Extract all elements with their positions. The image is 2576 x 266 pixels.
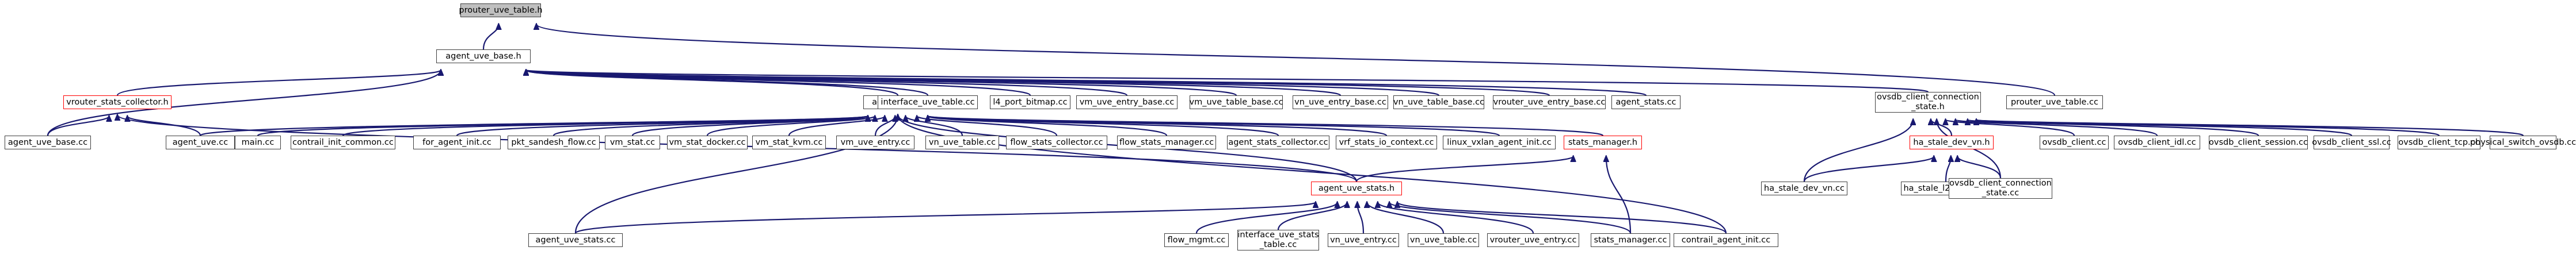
graph-node-vutcc[interactable]: vn_uve_table.cc <box>925 136 999 149</box>
graph-node-caicc[interactable]: contrail_agent_init.cc <box>1674 233 1778 247</box>
graph-node-auscc[interactable]: agent_uve_stats.cc <box>528 233 623 247</box>
graph-edge-auh-to-vmsdcc <box>706 116 875 136</box>
graph-edge-austh-to-auscc <box>574 202 1316 234</box>
graph-node-vuecc[interactable]: vm_uve_entry.cc <box>836 136 914 149</box>
graph-node-vrfcc[interactable]: vrf_stats_io_context.cc <box>1336 136 1437 149</box>
graph-node-smcc[interactable]: stats_manager.cc <box>1591 233 1670 247</box>
graph-node-l4cc[interactable]: l4_port_bitmap.cc <box>990 95 1070 109</box>
graph-edge-hsdvh-to-hsl2cc <box>1945 156 1951 182</box>
graph-edge-auh-to-fsccc <box>917 116 1058 136</box>
graph-edge-root-to-auvb <box>482 24 498 50</box>
graph-node-psocc[interactable]: physical_switch_ovsdb.cc <box>2470 136 2576 149</box>
graph-edge-ocs-to-hsdvcc <box>1803 119 1913 182</box>
graph-node-cicc[interactable]: contrail_init_common.cc <box>291 136 395 149</box>
graph-edge-austh-to-vrueCC <box>1378 202 1534 234</box>
graph-node-vnuebcc[interactable]: vn_uve_entry_base.cc <box>1293 95 1388 109</box>
graph-node-ocsslcc[interactable]: ovsdb_client_ssl.cc <box>2312 136 2391 149</box>
graph-edge-auvb-to-astatscc <box>526 70 1647 97</box>
graph-edge-vsc-to-auvcc <box>127 116 201 136</box>
graph-node-fsccc[interactable]: flow_stats_collector.cc <box>1006 136 1107 149</box>
graph-node-root: prouter_uve_table.h <box>459 3 543 17</box>
graph-node-maincc[interactable]: main.cc <box>235 136 281 149</box>
graph-edge-auh-to-caicc <box>898 115 1727 234</box>
graph-node-hsdvh[interactable]: ha_stale_dev_vn.h <box>1910 136 1994 149</box>
graph-node-ocscc[interactable]: ovsdb_client_connection _state.cc <box>1949 178 2052 199</box>
graph-edge-ocs-to-occc <box>1945 119 2075 136</box>
graph-edge-ocs-to-ocsesscc <box>1968 119 2259 137</box>
graph-node-vruebcc[interactable]: vrouter_uve_entry_base.cc <box>1493 95 1606 109</box>
graph-edge-hsdvh-to-hsdvcc <box>1803 156 1934 182</box>
graph-node-putcc[interactable]: prouter_uve_table.cc <box>2006 95 2103 109</box>
graph-node-vnuecc[interactable]: vn_uve_entry.cc <box>1328 233 1399 247</box>
graph-edge-auvb-to-vsc <box>116 70 441 97</box>
graph-node-lvaicc[interactable]: linux_vxlan_agent_init.cc <box>1443 136 1556 149</box>
graph-edge-austh-to-smcc <box>1389 202 1632 234</box>
graph-edge-auvb-to-ocs <box>526 70 1929 93</box>
graph-edge-smh-to-smcc <box>1606 156 1632 234</box>
graph-edge-smh-to-austh <box>1355 156 1573 182</box>
graph-node-vmstatcc[interactable]: vm_stat.cc <box>605 136 660 149</box>
graph-node-ascc[interactable]: agent_stats_collector.cc <box>1227 136 1329 149</box>
graph-edge-auh-to-vuecc <box>874 116 895 136</box>
graph-edge-auh-to-auscc <box>574 115 898 234</box>
graph-node-fmcc[interactable]: flow_mgmt.cc <box>1164 233 1229 247</box>
graph-node-iutcc[interactable]: interface_uve_table.cc <box>878 95 978 109</box>
graph-node-smh[interactable]: stats_manager.h <box>1564 136 1642 149</box>
graph-edge-auh-to-smh <box>928 116 1604 137</box>
graph-edge-ocs-to-psocc <box>1976 119 2524 137</box>
graph-node-octcpcc[interactable]: ovsdb_client_tcp.cc <box>2398 136 2480 149</box>
graph-node-vmutbcc[interactable]: vm_uve_table_base.cc <box>1190 95 1283 109</box>
graph-node-astatscc[interactable]: agent_stats.cc <box>1611 95 1681 109</box>
graph-node-ocidlcc[interactable]: ovsdb_client_idl.cc <box>2114 136 2200 149</box>
graph-node-auvbcc[interactable]: agent_uve_base.cc <box>5 136 91 149</box>
graph-node-fsmcc[interactable]: flow_stats_manager.cc <box>1117 136 1216 149</box>
graph-edge-austh-to-vnuecc <box>1357 202 1365 234</box>
graph-edge-hsdvh-to-ocscc <box>1957 156 2002 179</box>
graph-node-vrueCC[interactable]: vrouter_uve_entry.cc <box>1487 233 1579 247</box>
graph-edge-vsc-to-auvbcc <box>47 116 109 136</box>
graph-node-ocs[interactable]: ovsdb_client_connection _state.h <box>1875 92 1981 113</box>
graph-node-austh[interactable]: agent_uve_stats.h <box>1311 182 1402 195</box>
graph-edge-root-to-putcc <box>536 24 2056 96</box>
graph-edge-ocs-to-hsdvh <box>1931 119 1953 136</box>
graph-edge-austh-to-caicc <box>1397 202 1727 234</box>
graph-edge-auh-to-maincc <box>257 116 868 137</box>
graph-edge-auh-to-vmstatcc <box>631 116 868 137</box>
graph-edge-austh-to-fmcc <box>1195 202 1337 234</box>
graph-node-vnutcc[interactable]: vn_uve_table.cc <box>1408 233 1479 247</box>
graph-node-faicc[interactable]: for_agent_init.cc <box>413 136 501 149</box>
graph-node-occc[interactable]: ovsdb_client.cc <box>2040 136 2109 149</box>
graph-node-vmsdcc[interactable]: vm_stat_docker.cc <box>667 136 748 149</box>
graph-node-psfcc[interactable]: pkt_sandesh_flow.cc <box>508 136 600 149</box>
graph-node-vmskcc[interactable]: vm_stat_kvm.cc <box>752 136 826 149</box>
graph-node-hsdvcc[interactable]: ha_stale_dev_vn.cc <box>1761 182 1847 195</box>
graph-node-auvb[interactable]: agent_uve_base.h <box>436 49 531 63</box>
graph-node-vsc[interactable]: vrouter_stats_collector.h <box>63 95 172 109</box>
graph-node-auvcc[interactable]: agent_uve.cc <box>166 136 235 149</box>
graph-node-ocsesscc[interactable]: ovsdb_client_session.cc <box>2209 136 2308 149</box>
graph-node-vmuebcc[interactable]: vm_uve_entry_base.cc <box>1076 95 1178 109</box>
graph-edge-auvb-to-auvbcc <box>47 70 441 136</box>
graph-node-vnutbcc[interactable]: vn_uve_table_base.cc <box>1393 95 1484 109</box>
graph-edge-austh-to-vnutcc <box>1367 202 1445 234</box>
graph-node-iustcc[interactable]: interface_uve_stats _table.cc <box>1237 230 1319 250</box>
graph-edge-austh-to-iustcc <box>1277 202 1347 230</box>
graph-edge-auh-to-vmskcc <box>788 116 885 136</box>
